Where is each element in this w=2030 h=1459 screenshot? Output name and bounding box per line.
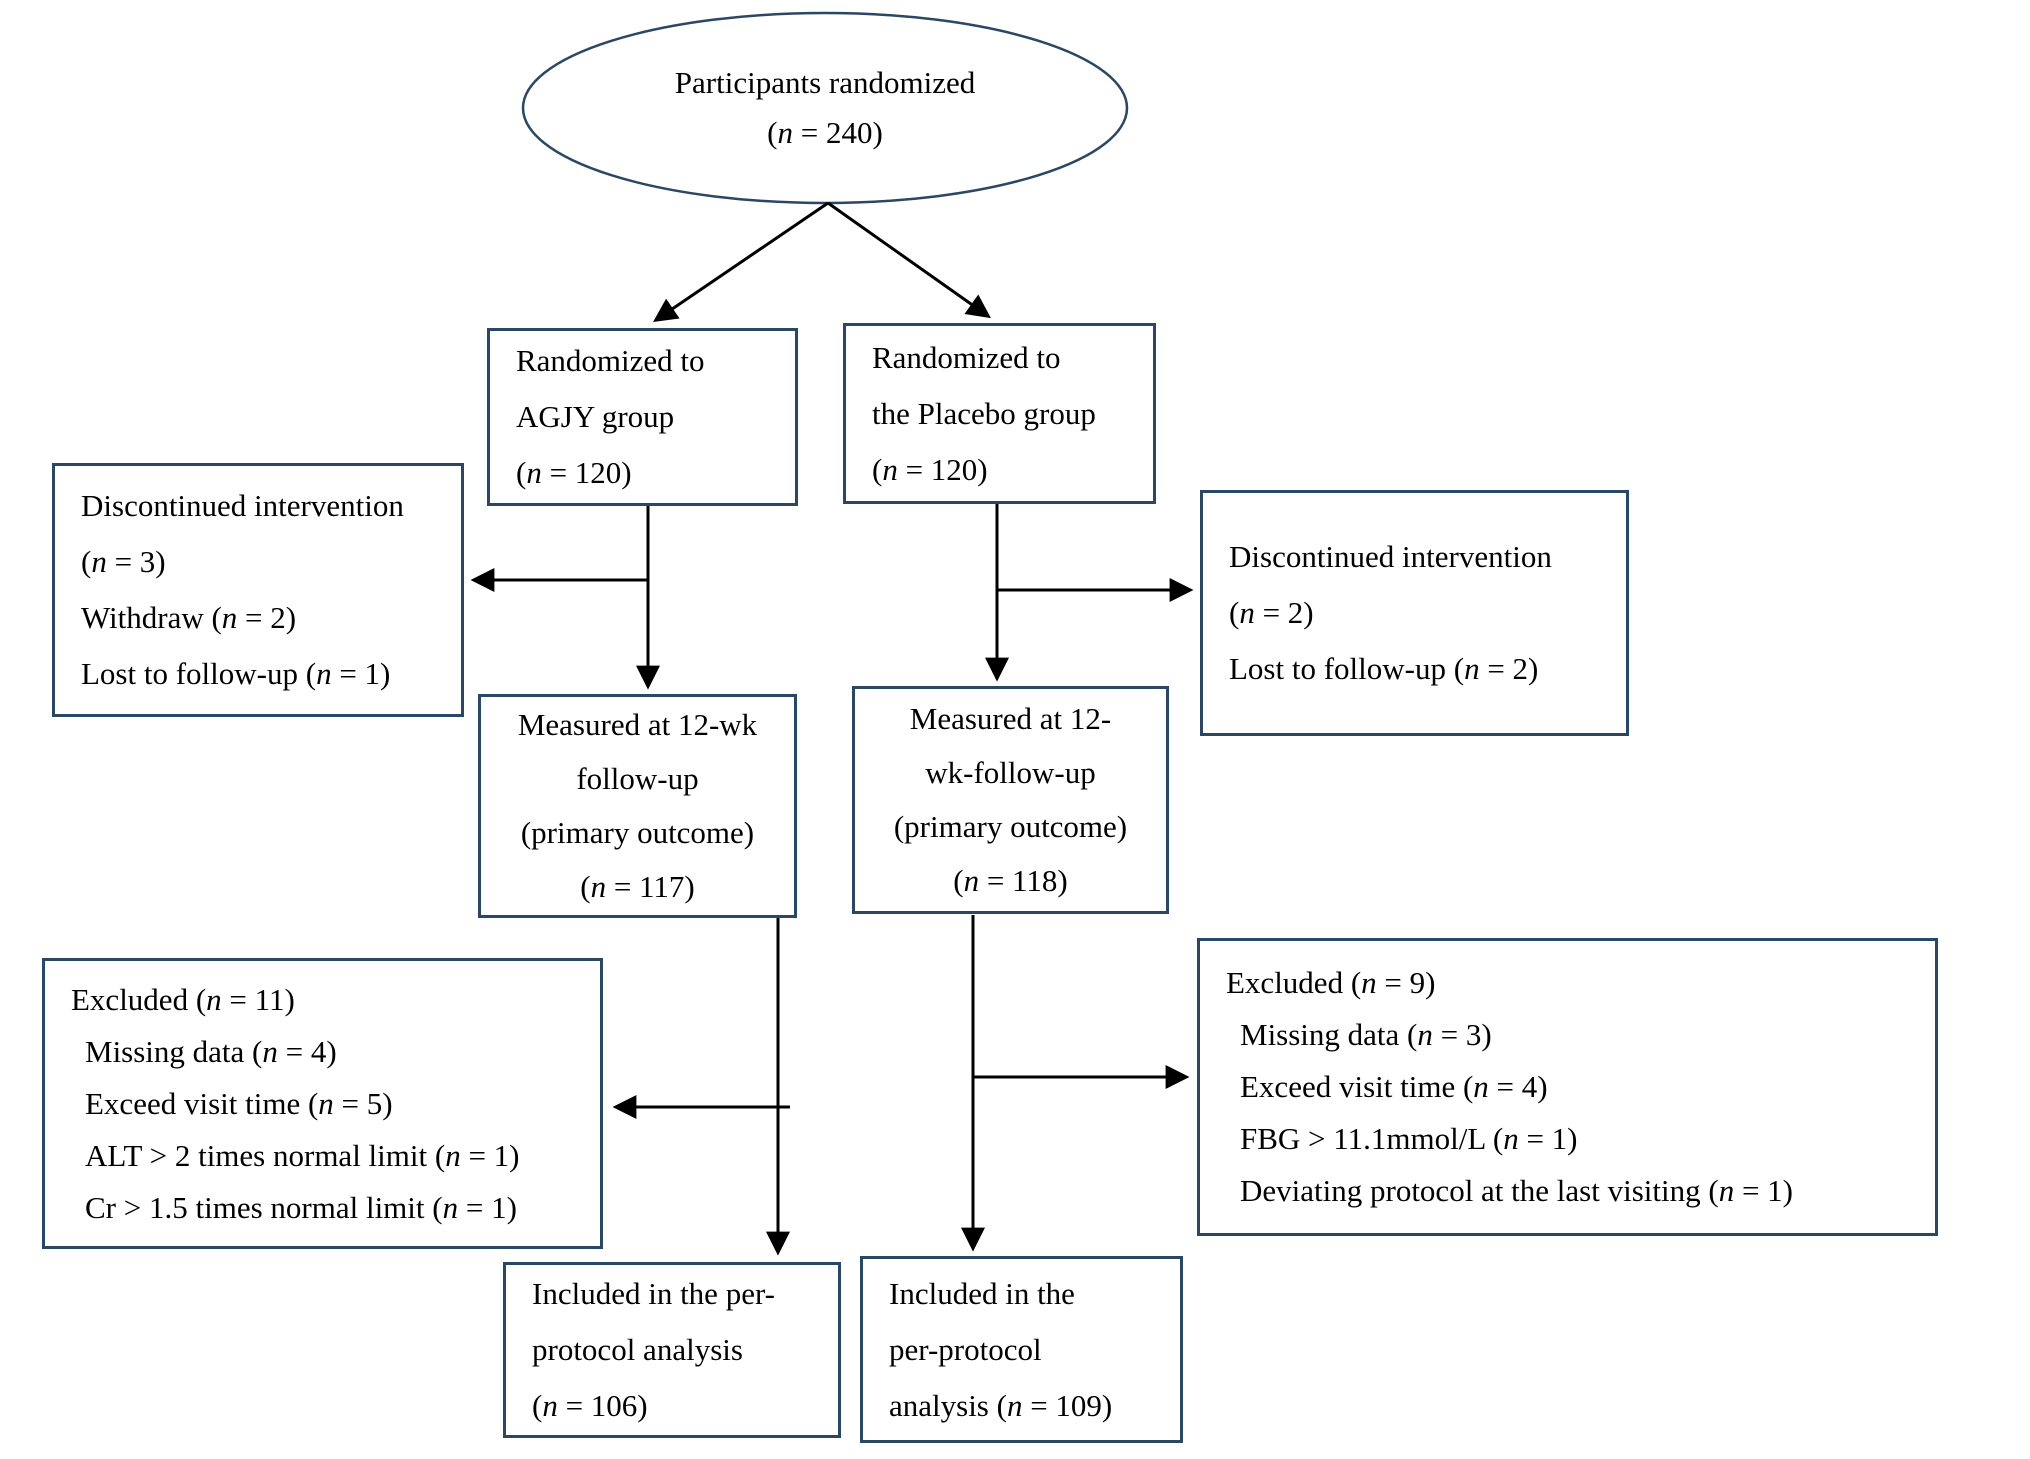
text-line: (primary outcome) — [520, 815, 755, 850]
text-line: (n = 117) — [580, 869, 695, 904]
text-line: Measured at 12-wk — [517, 707, 758, 742]
text-line: Discontinued intervention — [81, 488, 404, 523]
text-line: Exceed visit time (n = 4) — [1240, 1069, 1548, 1104]
box-randomized-agjy: Randomized to AGJY group (n = 120) — [487, 328, 798, 506]
text-line: per-protocol — [889, 1331, 1042, 1367]
text-line: Cr > 1.5 times normal limit (n = 1) — [85, 1189, 517, 1225]
text-line: Lost to follow-up (n = 2) — [1229, 651, 1539, 686]
text-line: Exceed visit time (n = 5) — [85, 1085, 393, 1121]
text-line: wk-follow-up — [925, 755, 1096, 790]
participants-ellipse-outline — [521, 11, 1129, 205]
text-line: Participants randomized — [674, 65, 976, 100]
text-line: Lost to follow-up (n = 1) — [81, 656, 391, 691]
text-line: Deviating protocol at the last visiting … — [1240, 1173, 1793, 1208]
text-line: Included in the — [889, 1275, 1075, 1311]
text-line: the Placebo group — [872, 395, 1096, 431]
box-included-agjy: Included in the per-protocol analysis (n … — [503, 1262, 841, 1438]
text-line: Measured at 12- — [909, 701, 1112, 736]
text-line: Included in the per- — [532, 1276, 775, 1311]
text-line: (n = 120) — [516, 455, 632, 490]
text-line: Withdraw (n = 2) — [81, 600, 297, 635]
box-excluded-agjy: Excluded (n = 11) Missing data (n = 4) Exc… — [42, 958, 603, 1249]
box-excluded-placebo: Excluded (n = 9) Missing data (n = 3) Exce… — [1197, 938, 1938, 1236]
arrow-ellipse-to-placebo — [827, 201, 991, 319]
arrow-ellipse-to-agjy — [653, 201, 829, 323]
text-line: AGJY group — [516, 399, 675, 434]
text-line: (n = 106) — [532, 1388, 648, 1423]
text-line: Excluded (n = 11) — [71, 981, 295, 1017]
box-discontinued-agjy: Discontinued intervention (n = 3) Withdraw… — [52, 463, 464, 717]
text-line: (n = 118) — [953, 863, 1068, 898]
text-line: Randomized to — [516, 343, 705, 378]
text-line: (n = 3) — [81, 544, 166, 579]
text-line: follow-up — [576, 761, 699, 796]
text-line: Discontinued intervention — [1229, 539, 1552, 574]
box-randomized-placebo: Randomized to the Placebo group (n = 120) — [843, 323, 1156, 504]
text-line: (n = 240) — [767, 115, 883, 150]
text-line: (n = 120) — [872, 451, 988, 487]
text-line: (primary outcome) — [893, 809, 1128, 844]
box-included-placebo: Included in the per-protocol analysis (n =… — [860, 1256, 1183, 1443]
text-line: Excluded (n = 9) — [1226, 965, 1436, 1000]
text-line: analysis (n = 109) — [889, 1387, 1113, 1423]
box-measured-placebo: Measured at 12- wk-follow-up (primary outc… — [852, 686, 1169, 914]
box-discontinued-placebo: Discontinued intervention (n = 2) Lost to … — [1200, 490, 1629, 736]
text-line: ALT > 2 times normal limit (n = 1) — [85, 1137, 520, 1173]
text-line: (n = 2) — [1229, 595, 1314, 630]
text-line: FBG > 11.1mmol/L (n = 1) — [1240, 1121, 1578, 1156]
text-line: Missing data (n = 4) — [85, 1033, 337, 1069]
text-line: protocol analysis — [532, 1332, 743, 1367]
box-measured-agjy: Measured at 12-wk follow-up (primary outco… — [478, 694, 797, 918]
text-line: Randomized to — [872, 339, 1061, 375]
participants-randomized-label: Participants randomized (n = 240) — [523, 17, 1127, 199]
text-line: Missing data (n = 3) — [1240, 1017, 1492, 1052]
